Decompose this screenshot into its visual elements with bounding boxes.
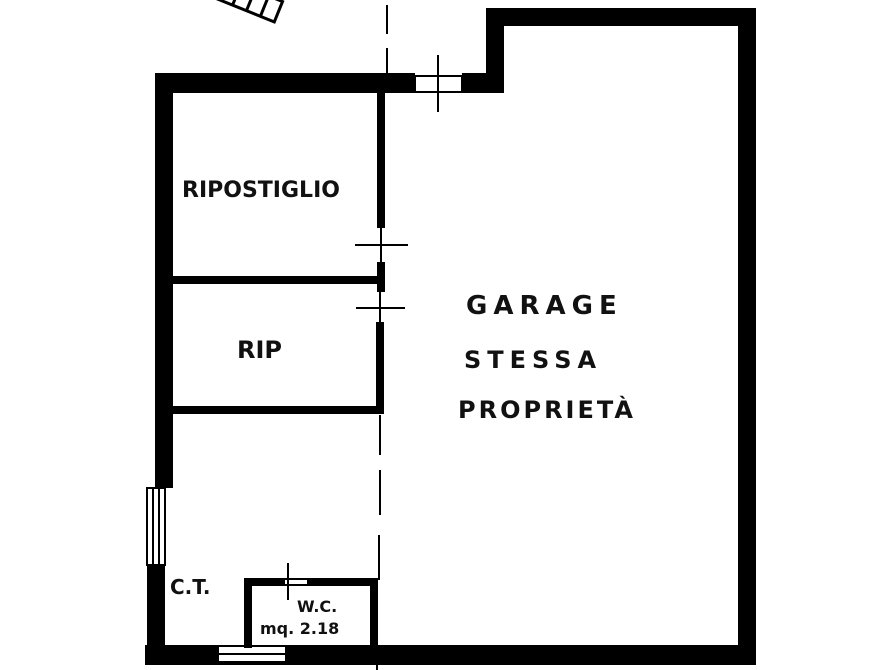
room-label-ct: C.T. bbox=[170, 575, 210, 599]
wc-door bbox=[283, 563, 309, 600]
room-label-rip: RIP bbox=[237, 336, 282, 364]
bottom-window bbox=[217, 645, 287, 663]
center-dash-line bbox=[376, 5, 388, 670]
room-label-garage-2: STESSA bbox=[464, 346, 602, 374]
left-window bbox=[146, 487, 166, 566]
top-window bbox=[414, 55, 463, 112]
room-label-garage-3: PROPRIETÀ bbox=[458, 395, 636, 424]
interior-walls bbox=[165, 93, 385, 648]
outer-walls bbox=[145, 8, 756, 665]
room-label-garage-1: GARAGE bbox=[466, 291, 623, 321]
door-marks bbox=[355, 228, 408, 322]
room-label-wc: W.C. bbox=[297, 597, 337, 616]
staircase-fragment bbox=[214, 0, 285, 24]
room-area-wc: mq. 2.18 bbox=[260, 619, 339, 638]
room-label-ripostiglio: RIPOSTIGLIO bbox=[182, 178, 340, 203]
